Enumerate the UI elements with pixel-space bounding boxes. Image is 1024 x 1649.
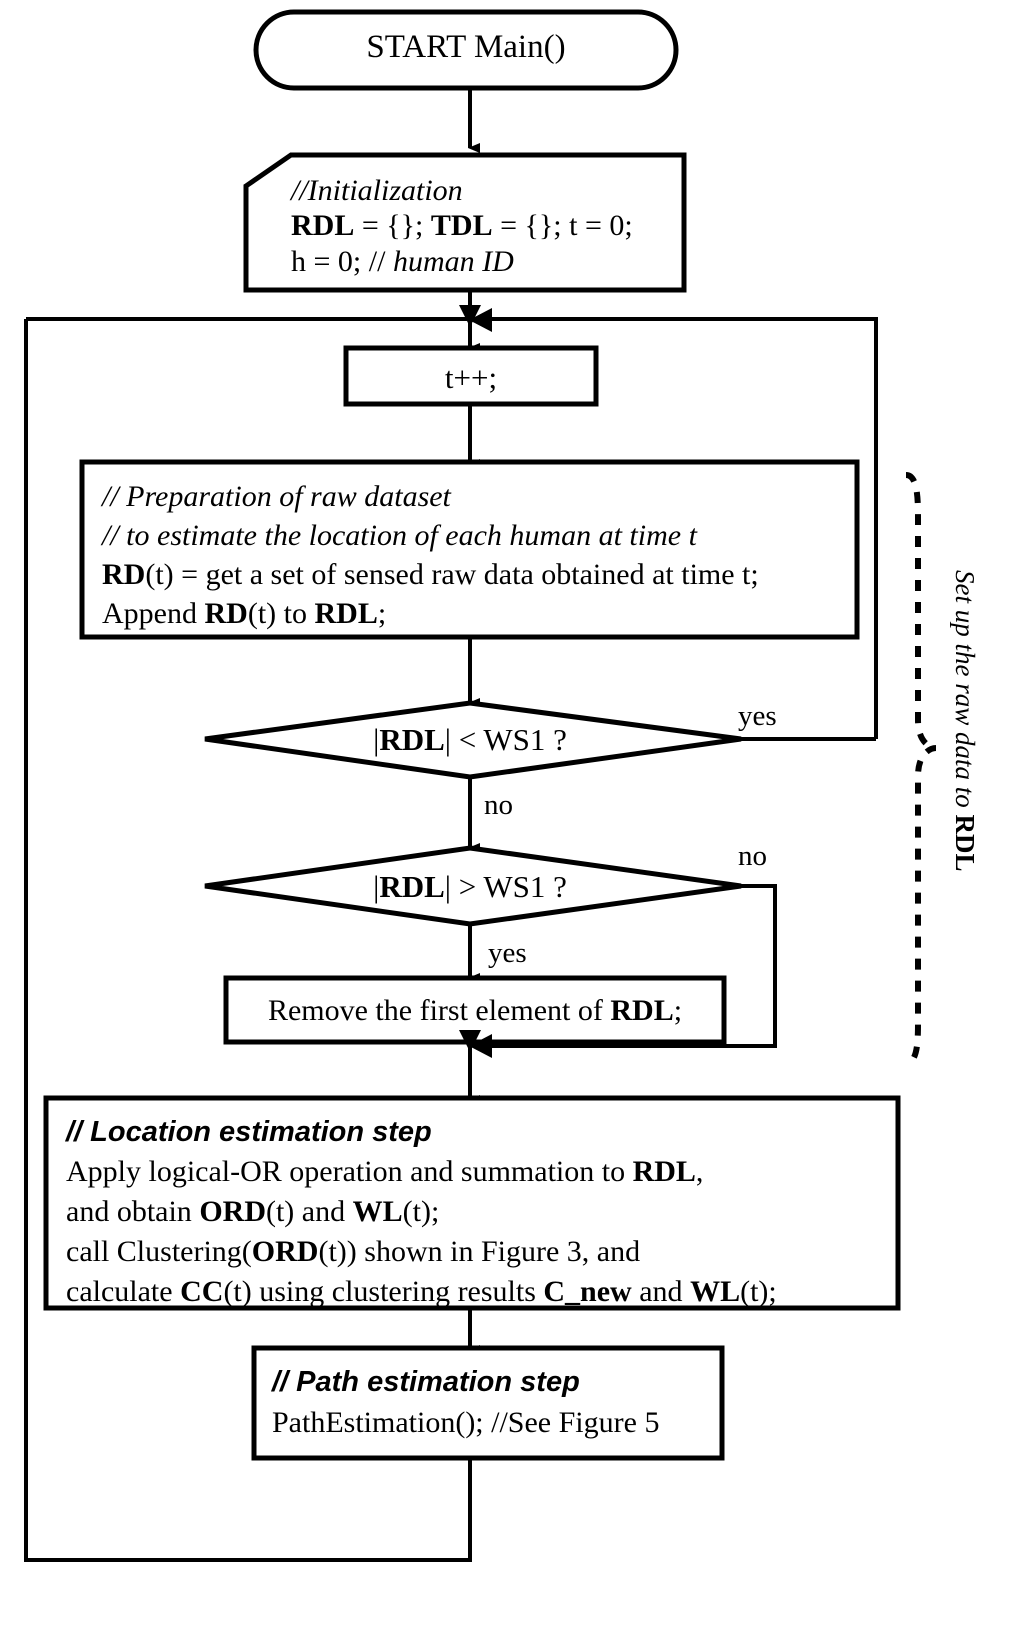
- location-cnew: C_new: [543, 1274, 632, 1308]
- remove-node-label: Remove the first element of RDL;: [226, 993, 724, 1028]
- d2-rest: | > WS1 ?: [444, 869, 567, 904]
- merge-junction-arrows: [459, 305, 492, 332]
- location-node-label: // Location estimation step Apply logica…: [66, 1112, 777, 1311]
- edge-decision2-no: [480, 884, 777, 1048]
- prepare-line2: // to estimate the location of each huma…: [102, 519, 697, 552]
- path-node-shape: [251, 1345, 725, 1461]
- location-l2a: Apply logical-OR operation and summation…: [66, 1154, 633, 1188]
- location-l4c: (t)) shown in Figure 3, and: [318, 1234, 641, 1268]
- location-l3c: (t) and: [265, 1194, 353, 1228]
- prepare-line1: // Preparation of raw dataset: [102, 480, 451, 513]
- d2-bar1: |: [373, 869, 380, 904]
- init-tdl: TDL: [430, 209, 493, 243]
- location-rdl: RDL: [632, 1154, 696, 1188]
- location-heading: // Location estimation step: [66, 1116, 432, 1148]
- remove-rdl: RDL: [610, 994, 674, 1027]
- location-l5c: (t) using clustering results: [223, 1274, 544, 1308]
- location-l5a: calculate: [66, 1274, 181, 1308]
- merge-junction2-arrows: [459, 1030, 492, 1058]
- prepare-rd: RD: [102, 558, 146, 591]
- decision1-node-label: |RDL| < WS1 ?: [270, 722, 670, 759]
- d1-bar1: |: [373, 722, 380, 757]
- remove-semi: ;: [673, 994, 683, 1027]
- decision2-node-label: |RDL| > WS1 ?: [270, 869, 670, 906]
- location-l4a: call Clustering(: [66, 1234, 252, 1268]
- init-node-label: //Initialization RDL = {}; TDL = {}; t =…: [291, 173, 633, 279]
- remove-text: Remove the first element of: [267, 994, 611, 1027]
- location-l5e: and: [631, 1274, 691, 1308]
- init-humanid: human ID: [392, 244, 514, 278]
- brace-label-text: Set up the raw data to: [950, 570, 980, 815]
- d2-rdl: RDL: [379, 869, 445, 904]
- increment-node-label: t++;: [444, 360, 498, 395]
- location-wl2: WL: [690, 1274, 741, 1308]
- path-heading: // Path estimation step: [272, 1366, 580, 1398]
- edge-label-decision2-yes: yes: [488, 937, 527, 969]
- prepare-node-shape: [79, 459, 860, 640]
- prepare-to: (t) to: [247, 597, 315, 630]
- location-ord: ORD: [199, 1194, 266, 1228]
- edge-label-decision1-yes: yes: [738, 700, 777, 732]
- location-l5g: (t);: [740, 1274, 777, 1308]
- location-cc: CC: [180, 1274, 224, 1308]
- init-h: h = 0; //: [291, 244, 393, 278]
- brace-label-rdl: RDL: [950, 814, 980, 872]
- location-wl: WL: [352, 1194, 403, 1228]
- init-eq2: = {}; t = 0;: [492, 209, 633, 243]
- prepare-line3: (t) = get a set of sensed raw data obtai…: [145, 558, 759, 591]
- start-node-label: START Main(): [366, 29, 566, 65]
- init-node-shape: [243, 152, 687, 293]
- location-ord2: ORD: [251, 1234, 319, 1268]
- increment-node-shape: [343, 345, 599, 407]
- prepare-semi: ;: [377, 597, 387, 630]
- location-l2c: ,: [695, 1154, 704, 1188]
- d1-rest: | < WS1 ?: [444, 722, 567, 757]
- location-l3e: (t);: [402, 1194, 440, 1228]
- prepare-rd2: RD: [204, 597, 248, 630]
- start-node-shape: [253, 9, 679, 91]
- init-eq1: = {};: [354, 209, 431, 243]
- edge-label-decision2-no: no: [738, 840, 767, 872]
- path-call: PathEstimation(); //See Figure 5: [272, 1405, 660, 1439]
- prepare-append: Append: [102, 597, 205, 630]
- prepare-rdl: RDL: [314, 597, 378, 630]
- path-node-label: // Path estimation step PathEstimation()…: [272, 1362, 659, 1443]
- location-node-shape: [43, 1095, 901, 1311]
- d1-rdl: RDL: [379, 722, 445, 757]
- raw-data-brace-label: Set up the raw data to RDL: [949, 570, 980, 872]
- edge-label-decision1-no: no: [484, 789, 513, 821]
- init-rdl: RDL: [291, 209, 355, 243]
- init-line1: //Initialization: [291, 174, 463, 207]
- raw-data-brace: [905, 472, 937, 1066]
- location-l3a: and obtain: [66, 1194, 200, 1228]
- prepare-node-label: // Preparation of raw dataset // to esti…: [102, 477, 759, 633]
